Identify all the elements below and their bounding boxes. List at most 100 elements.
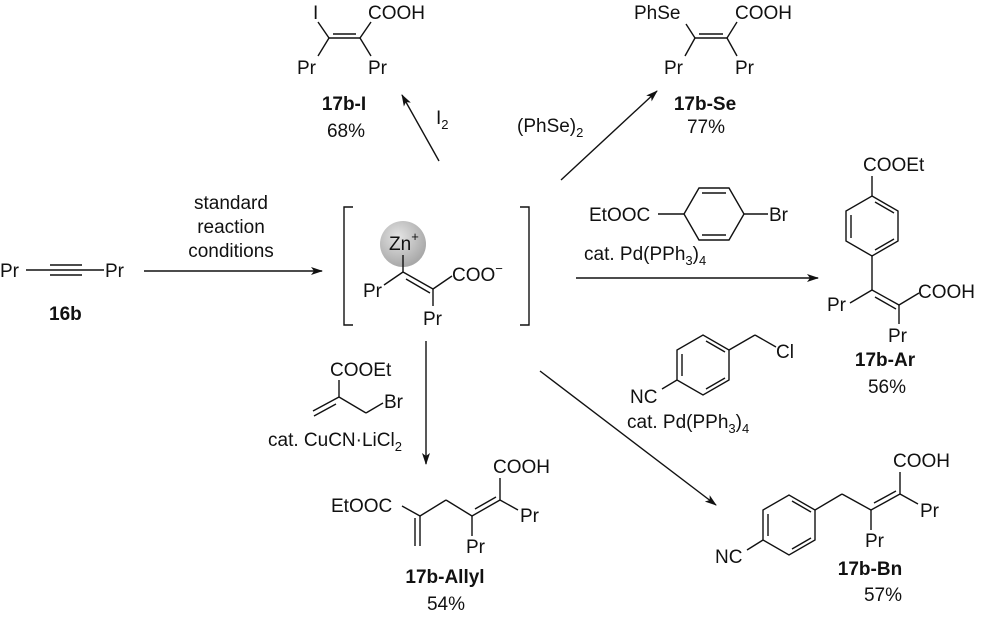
substituent-pr-left: Pr bbox=[363, 281, 383, 302]
compound-label-16b: 16b bbox=[49, 304, 82, 325]
ring-double-bond bbox=[705, 340, 726, 353]
bond bbox=[359, 21, 372, 39]
reagent-diphenyl-diselenide: (PhSe)2 bbox=[517, 116, 583, 140]
benzene-ring bbox=[845, 195, 899, 257]
yield: 57% bbox=[864, 585, 902, 606]
catalyst-label: cat. CuCN·LiCl2 bbox=[268, 430, 402, 454]
bond bbox=[661, 379, 678, 390]
double-bond-inner bbox=[405, 278, 431, 294]
bond bbox=[445, 499, 473, 517]
step-selenation: (PhSe)2 bbox=[517, 90, 658, 181]
chloro-label: Cl bbox=[776, 342, 794, 363]
substituent-pr-left: Pr bbox=[0, 261, 20, 282]
compound-label: 17b-Ar bbox=[855, 350, 916, 371]
bond bbox=[899, 493, 919, 505]
left-bracket bbox=[343, 206, 353, 326]
carboxylic-acid: COOH bbox=[493, 457, 550, 478]
compound-label: 17b-Allyl bbox=[405, 567, 484, 588]
step-standard-conditions: standard reaction conditions bbox=[144, 193, 323, 275]
ethyl-ester-label: COOEt bbox=[863, 155, 925, 176]
double-bond bbox=[402, 271, 434, 290]
substituent-pr: Pr bbox=[735, 58, 755, 79]
double-bond-inner bbox=[873, 490, 897, 504]
bond bbox=[338, 396, 367, 414]
product-17b-i: I COOH Pr Pr 17b-I 68% bbox=[297, 3, 425, 142]
bond bbox=[754, 334, 777, 348]
yield: 68% bbox=[327, 121, 365, 142]
carboxylic-acid: COOH bbox=[893, 451, 950, 472]
substituent-pr-bottom: Pr bbox=[423, 309, 443, 330]
substituent-pr: Pr bbox=[368, 58, 388, 79]
bond bbox=[401, 505, 421, 517]
yield: 77% bbox=[687, 117, 725, 138]
bond bbox=[684, 37, 696, 57]
benzene-ring bbox=[676, 334, 730, 396]
double-bond bbox=[871, 289, 900, 306]
c-pr-bond bbox=[383, 271, 404, 286]
conditions-line-2: reaction bbox=[197, 217, 265, 238]
yield: 56% bbox=[868, 377, 906, 398]
nitrile-label: NC bbox=[715, 547, 742, 568]
reaction-arrow bbox=[401, 94, 440, 162]
reaction-arrow bbox=[539, 370, 717, 506]
substituent-pr: Pr bbox=[664, 58, 684, 79]
substituent-pr: Pr bbox=[827, 295, 847, 316]
step-iodination: I2 bbox=[401, 94, 449, 162]
catalyst-label: cat. Pd(PPh3)4 bbox=[627, 412, 749, 436]
reagent-ester-label: COOEt bbox=[330, 360, 392, 381]
double-bond-inner bbox=[474, 496, 497, 510]
ring-double-bond bbox=[874, 201, 895, 214]
reagent-iodine: I2 bbox=[436, 108, 449, 132]
product-17b-bn: NC COOH Pr Pr 17b-Bn 57% bbox=[715, 451, 950, 606]
substituent-pr: Pr bbox=[520, 506, 540, 527]
bond bbox=[317, 21, 330, 39]
compound-label: 17b-I bbox=[322, 94, 366, 115]
bond bbox=[419, 499, 447, 517]
bond bbox=[359, 37, 372, 57]
zinc-label: Zn+ bbox=[389, 229, 419, 255]
nitrile-label: NC bbox=[630, 387, 657, 408]
carboxylate-label: COO− bbox=[452, 261, 503, 286]
catalyst-label: cat. Pd(PPh3)4 bbox=[584, 244, 706, 268]
reagent-ester-label: EtOOC bbox=[589, 205, 650, 226]
substituent-pr: Pr bbox=[888, 326, 908, 347]
ring-double-bond bbox=[874, 238, 895, 251]
bond bbox=[317, 37, 330, 57]
bond bbox=[814, 493, 843, 511]
step-benzylation: NC Cl cat. Pd(PPh3)4 bbox=[539, 334, 794, 506]
starting-material-16b: Pr Pr 16b bbox=[0, 261, 125, 325]
carboxylic-acid: COOH bbox=[368, 3, 425, 24]
benzene-ring bbox=[683, 187, 745, 241]
double-bond bbox=[312, 396, 340, 412]
c-coo-bond bbox=[432, 275, 453, 290]
bond bbox=[849, 289, 873, 304]
product-17b-se: PhSe COOH Pr Pr 17b-Se 77% bbox=[634, 3, 792, 138]
double-bond-inner bbox=[874, 296, 897, 310]
bond bbox=[746, 539, 764, 551]
ring-double-bond bbox=[791, 500, 812, 513]
step-arylation: EtOOC Br cat. Pd(PPh3)4 bbox=[576, 187, 819, 282]
carboxylic-acid: COOH bbox=[735, 3, 792, 24]
right-bracket bbox=[520, 206, 530, 326]
yield: 54% bbox=[427, 594, 465, 615]
step-allylation: COOEt Br cat. CuCN·LiCl2 bbox=[268, 341, 430, 465]
compound-label: 17b-Bn bbox=[838, 559, 902, 580]
zinc-sphere bbox=[380, 221, 426, 267]
bond bbox=[728, 334, 756, 351]
carboxylic-acid: COOH bbox=[918, 282, 975, 303]
reaction-arrow bbox=[560, 90, 658, 181]
benzene-ring bbox=[762, 494, 816, 556]
bond bbox=[841, 493, 872, 511]
product-17b-allyl: EtOOC COOH Pr Pr 17b-Allyl 54% bbox=[331, 457, 550, 615]
bond bbox=[898, 292, 920, 306]
bromo-label: Br bbox=[384, 392, 404, 413]
bond bbox=[499, 499, 519, 511]
double-bond bbox=[471, 499, 501, 517]
conditions-line-3: conditions bbox=[188, 241, 274, 262]
substituent-pr: Pr bbox=[865, 531, 885, 552]
bond bbox=[726, 21, 738, 39]
bond bbox=[726, 37, 738, 57]
bond bbox=[685, 23, 696, 39]
substituent-pr-right: Pr bbox=[105, 261, 125, 282]
